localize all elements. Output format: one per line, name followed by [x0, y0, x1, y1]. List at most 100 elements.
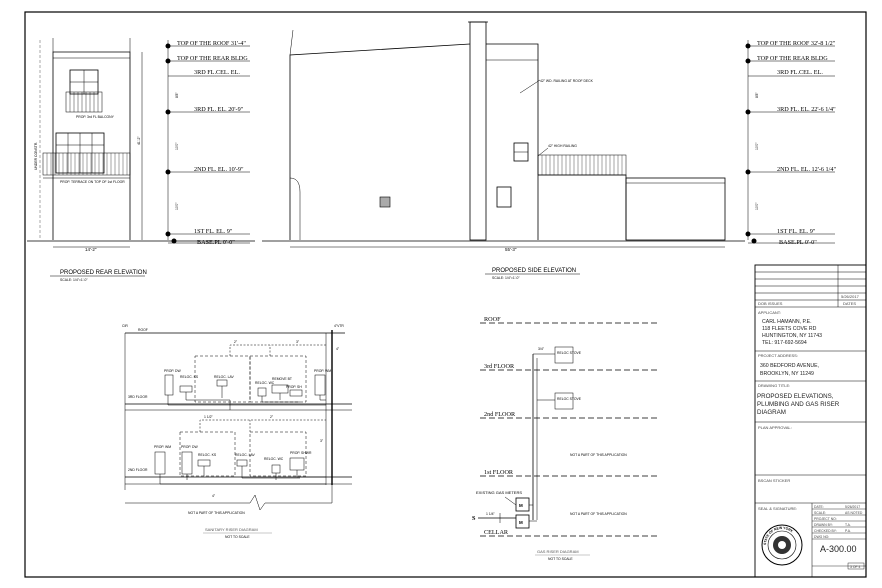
fixture-3-lav: RELOC. LAV [214, 375, 234, 379]
tb-row-1-label: SCALE: [814, 511, 826, 515]
sanitary-vtr: 4"VTR [334, 324, 344, 328]
tb-row-1-value: AS NOTED [845, 511, 863, 515]
tb-row-4-label: CHECKED BY: [814, 529, 837, 533]
tb-project-addr1: 360 BEDFORD AVENUE, [760, 363, 819, 369]
gas-stove-2nd-label: RELOC STOVE [557, 397, 582, 401]
gas-riser-diagram: ROOF 3rd FLOOR 2nd FLOOR 1st FLOOR CELLA… [472, 316, 660, 561]
gas-meter-1-symbol: M [519, 503, 523, 508]
tb-row-2-label: PROJECT NO: [814, 517, 837, 521]
fixture-2-lav: RELOC. LAV [235, 453, 255, 457]
rear-level-roof: TOP OF THE ROOF 31'-4" [177, 40, 246, 47]
pipe-size-7: 4" [212, 494, 216, 498]
pipe-size-2: 3" [296, 340, 300, 344]
rear-levels: TOP OF THE ROOF 31'-4" TOP OF THE REAR B… [165, 40, 250, 246]
tb-applicant-label: APPLICANT: [758, 310, 781, 315]
tb-row-3-label: DRAWN BY: [814, 523, 833, 527]
fixture-2-dw: PROP. DW [181, 445, 199, 449]
rear-level-rear-bldg: TOP OF THE REAR BLDG [177, 55, 248, 62]
rear-balcony-note: PROP. 3rd FL BALCONY [76, 115, 115, 119]
pipe-size-5: 2" [270, 415, 274, 419]
right-floor-dim-1: 10'0" [755, 202, 759, 210]
rear-level-2nd: 2ND FL. EL. 10'-9" [194, 166, 244, 173]
rear-level-3rd: 3RD FL. EL. 20'-9" [194, 106, 244, 113]
fixture-3-dw: PROP. DW [164, 369, 182, 373]
sanitary-riser-diagram: CIR ROOF 4"VTR 3RD FLOOR 2ND FLOOR [122, 324, 352, 539]
gas-2nd-floor: 2nd FLOOR [484, 411, 516, 418]
pipe-size-3: 4" [336, 347, 340, 351]
tb-row-3-value: T.A. [845, 523, 851, 527]
fixture-3-wm: PROP. WM [314, 369, 331, 373]
fixture-3-sh: PROP. SH [286, 385, 302, 389]
rear-height-dim: 41'-2" [137, 136, 141, 145]
sanitary-roof: ROOF [138, 328, 148, 332]
fixture-2-ks: RELOC. KS [198, 453, 217, 457]
rear-elevation: UNDER CONSTR. PROP. 3rd FL BALCONY PROP.… [27, 38, 255, 282]
rear-floor-dim-3: 8'8" [175, 92, 179, 98]
tb-row-5-label: DWG NO: [814, 535, 829, 539]
gas-1st-floor: 1st FLOOR [484, 469, 514, 476]
tb-applicant-addr1: 118 FLEETS COVE RD [762, 326, 817, 332]
tb-bscan: BSCAN STICKER [758, 478, 790, 483]
rear-level-1st: 1ST FL. EL. 9" [194, 228, 233, 235]
tb-project-label: PROJECT ADDRESS: [758, 353, 798, 358]
fixture-2-wc: RELOC. WC [264, 457, 284, 461]
tb-row-0-label: DATE: [814, 505, 824, 509]
gas-stove-3rd [554, 346, 574, 364]
side-elevation: 42" WD. RAILING AT ROOF DECK 42" HIGH RA… [262, 21, 745, 280]
side-deck-note: 42" WD. RAILING AT ROOF DECK [540, 79, 594, 83]
rear-side-note: UNDER CONSTR. [34, 142, 38, 170]
sanitary-cir: CIR [122, 324, 128, 328]
gas-stove-2nd [554, 392, 574, 410]
fixture-3-bt: REMOVE BT [272, 377, 292, 381]
side-main-window [379, 196, 391, 208]
side-elevation-title: PROPOSED SIDE ELEVATION [492, 268, 576, 274]
sanitary-title: SANITARY RISER DIAGRAM [205, 527, 258, 532]
tb-sheet: 3 OF 4 [850, 565, 860, 569]
tb-applicant-tel: TEL: 917-692-5694 [762, 340, 807, 346]
right-level-rear-bldg: TOP OF THE REAR BLDG [757, 55, 828, 62]
side-elevation-scale: SCALE: 1/4"=1'-0" [492, 276, 520, 280]
side-chimney [469, 21, 487, 241]
right-level-base: BASE.PL 0'-0" [779, 239, 817, 246]
tb-row-0-value: 5/26/2017 [845, 505, 860, 509]
tb-dwg-no: A-300.00 [820, 544, 857, 554]
rear-balcony [65, 91, 103, 113]
side-width-dim: 55'-3" [505, 247, 517, 252]
sheet-border [24, 11, 867, 578]
rear-elevation-scale: SCALE: 1/4"=1'-0" [60, 278, 88, 282]
gas-pipe-meter: 1 1/4" [486, 512, 496, 516]
right-level-1st: 1ST FL. EL. 9" [777, 228, 816, 235]
pipe-size-4: 1 1/2" [204, 415, 214, 419]
tb-drawing-title: PROPOSED ELEVATIONS, PLUMBING AND GAS RI… [757, 393, 840, 416]
sanitary-not-part: NOT A PART OF THIS APPLICATION [188, 511, 245, 515]
pipe-size-6: 3" [320, 439, 324, 443]
right-floor-dim-3: 8'8" [755, 92, 759, 98]
fixture-3-wc: RELOC. WC [255, 381, 275, 385]
tb-dates-label: DATES [843, 301, 856, 306]
rear-railing [42, 152, 131, 176]
rear-width-dim: 14'-2" [85, 247, 97, 252]
tb-dob-issues: DOB ISSUES [758, 301, 783, 306]
rear-railing-note: PROP. TERRACE ON TOP OF 1st FLOOR [60, 180, 125, 184]
gas-3rd-floor: 3rd FLOOR [484, 363, 515, 370]
tb-plan-approval: PLAN APPROVAL: [758, 425, 792, 430]
fixture-2-shwr: PROP. SHWR [290, 451, 312, 455]
pe-seal: STATE OF NEW YORK [761, 524, 803, 566]
gas-service: S [472, 515, 476, 522]
right-level-2nd: 2ND FL. EL. 12'-6 1/4" [777, 166, 836, 173]
tb-applicant-name: CARL HAMANN, P.E. [762, 319, 812, 325]
gas-meter-2 [515, 514, 530, 529]
tb-seal: SEAL & SIGNATURE: [758, 506, 797, 511]
right-level-3rd: 3RD FL. EL. 22'-6 1/4" [777, 106, 836, 113]
right-levels: TOP OF THE ROOF 32'-8 1/2" TOP OF THE RE… [745, 40, 836, 246]
tb-drawing-title-label: DRAWING TITLE: [758, 383, 790, 388]
gas-not-part-1: NOT A PART OF THIS APPLICATION [570, 453, 627, 457]
tb-project-addr2: BROOKLYN, NY 11249 [760, 371, 814, 377]
gas-meter-1 [515, 497, 530, 512]
sanitary-2nd-floor: 2ND FLOOR [128, 468, 148, 472]
tb-row-4-value: P.A. [845, 529, 851, 533]
side-rail-note: 42" HIGH RAILING [548, 144, 577, 148]
rear-elevation-title: PROPOSED REAR ELEVATION [60, 270, 147, 276]
right-level-roof: TOP OF THE ROOF 32'-8 1/2" [757, 40, 836, 47]
gas-stove-3rd-label: RELOC STOVE [557, 351, 582, 355]
